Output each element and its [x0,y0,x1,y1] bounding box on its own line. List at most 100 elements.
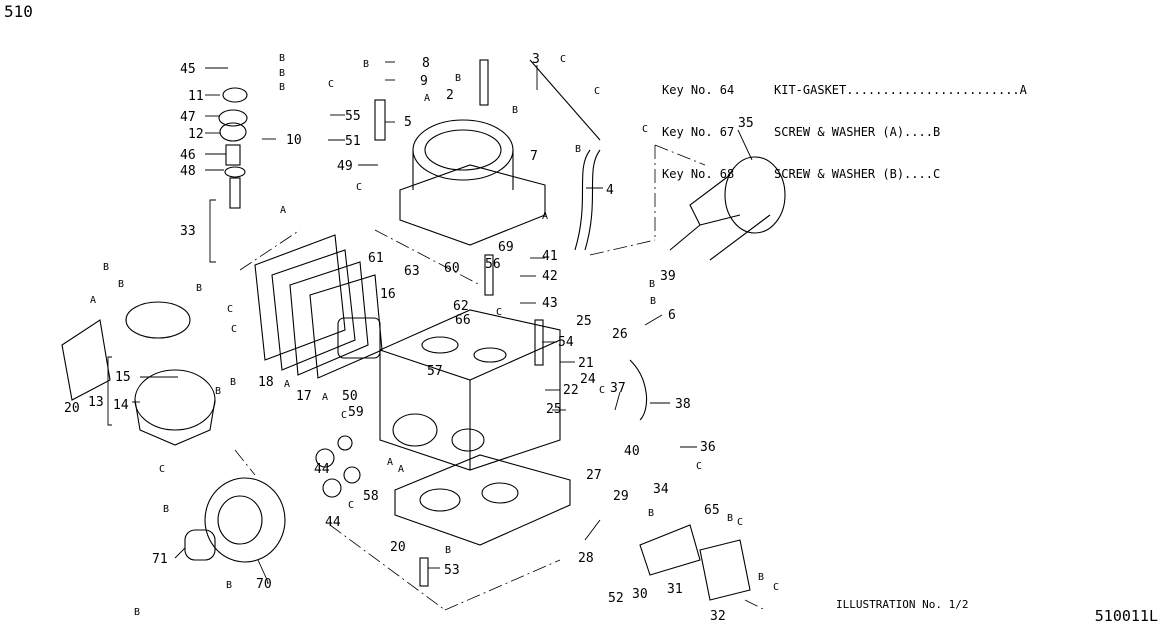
nut [315,448,335,468]
callout-12: 12 [188,127,204,142]
screw [479,59,489,106]
callout-39: 39 [660,269,676,284]
callout-42: 42 [542,269,558,284]
callout-16: 16 [380,287,396,302]
air-horn-inner [424,129,502,171]
ref-b: B [103,262,109,273]
screw [484,254,494,296]
ref-a: A [280,205,286,216]
ref-b: B [727,513,733,524]
callout-11: 11 [188,89,204,104]
callout-7: 7 [530,149,538,164]
jet [374,99,386,141]
ref-b: B [226,580,232,591]
carburetor-body [379,309,561,471]
callout-20: 20 [390,540,406,555]
callout-47: 47 [180,110,196,125]
callout-49: 49 [337,159,353,174]
ref-c: C [773,582,779,593]
ref-c: C [231,324,237,335]
rod-link [629,359,648,421]
ref-b: B [230,377,236,388]
illustration-caption: ILLUSTRATION No. 1/2 [836,598,969,611]
lever-arm [529,59,601,141]
callout-58: 58 [363,489,379,504]
callout-56: 56 [485,257,501,272]
illustration-code: 510011L [1094,607,1158,625]
callout-66: 66 [455,313,471,328]
callout-35: 35 [738,116,754,131]
callout-31: 31 [667,582,683,597]
callout-54: 54 [558,335,574,350]
callout-24: 24 [580,372,596,387]
ref-b: B [648,508,654,519]
fuel-hose [584,149,601,251]
callout-44: 44 [314,462,330,477]
air-horn-bowl-side [412,150,514,190]
callout-numbers: 45 11 47 12 46 48 10 33 8 9 2 5 55 51 49… [64,52,754,624]
ref-a: A [322,392,328,403]
needle-valve [225,144,241,166]
ref-b: B [196,283,202,294]
legend-desc: SCREW & WASHER (A)....B [774,125,941,139]
callout-41: 41 [542,249,558,264]
callout-2: 2 [446,88,454,103]
ref-c: C [159,464,165,475]
callout-6: 6 [668,308,676,323]
ref-b: B [758,572,764,583]
callout-29: 29 [613,489,629,504]
ref-a: A [542,211,548,222]
ref-b: B [279,68,285,79]
ref-c: C [599,385,605,396]
ref-c: C [642,124,648,135]
ref-c: C [737,517,743,528]
fuel-hose [574,149,591,251]
ref-a: A [398,464,404,475]
flange-bore [481,482,519,504]
washer [222,87,248,103]
throttle-lever [639,524,701,576]
callout-28: 28 [578,551,594,566]
flange-bore [419,488,461,512]
ref-b: B [649,279,655,290]
callout-17: 17 [296,389,312,404]
ref-b: B [650,296,656,307]
legend-row: Key No. 64 KIT-GASKET...................… [662,83,1027,97]
legend-desc: KIT-GASKET........................A [774,83,1027,97]
callout-9: 9 [420,74,428,89]
callout-33: 33 [180,224,196,239]
air-horn-bowl [412,119,514,181]
bracket-plate [61,319,111,401]
filter [219,122,247,142]
spacer-flange [204,477,286,563]
ref-c: C [696,461,702,472]
callout-4: 4 [606,183,614,198]
dashpot [724,156,786,234]
ref-a: A [284,379,290,390]
ref-b: B [215,386,221,397]
callout-53: 53 [444,563,460,578]
callout-26: 26 [612,327,628,342]
callout-63: 63 [404,264,420,279]
ref-c: C [227,304,233,315]
callout-69: 69 [498,240,514,255]
callout-25: 25 [546,402,562,417]
callout-65: 65 [704,503,720,518]
spacer-bore [217,495,263,545]
ref-b: B [455,73,461,84]
throttle-bore [392,413,438,447]
ref-c: C [328,79,334,90]
callout-71: 71 [152,552,168,567]
float-chamber-opening [473,347,507,363]
callout-14: 14 [113,398,129,413]
cover-plate [309,274,383,379]
callout-46: 46 [180,148,196,163]
key-legend: Key No. 64 KIT-GASKET...................… [662,55,1027,209]
part-drawings [61,59,786,601]
callout-5: 5 [404,115,412,130]
ref-a: A [387,457,393,468]
washer [337,435,353,451]
carburetor-body-edge [379,339,561,381]
